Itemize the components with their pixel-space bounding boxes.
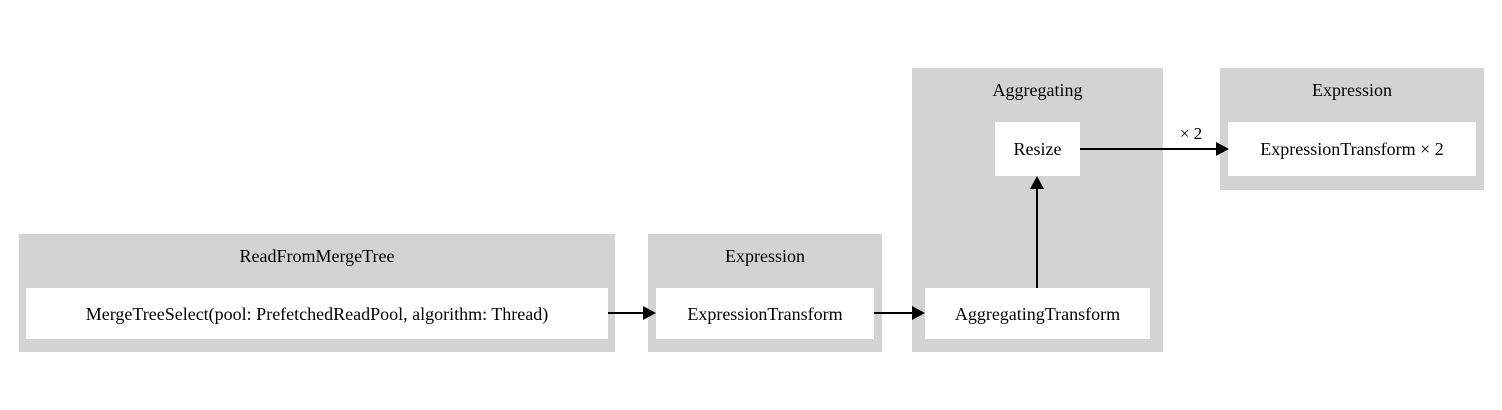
node-aggregating-transform[interactable]: AggregatingTransform — [925, 288, 1150, 339]
node-label-aggregating-transform: AggregatingTransform — [954, 303, 1121, 324]
cluster-title-expression-left: Expression — [725, 246, 805, 266]
edge-expressiontransform-to-aggregatingtransform-line — [874, 312, 912, 314]
cluster-title-expression-right: Expression — [1312, 80, 1392, 100]
edge-resize-to-expressiontransform-x2-line — [1080, 148, 1216, 150]
edge-mergetreeselect-to-expressiontransform-line — [608, 312, 643, 314]
edge-aggregatingtransform-to-resize-arrowhead — [1030, 176, 1044, 189]
cluster-title-aggregating: Aggregating — [992, 80, 1083, 100]
node-resize[interactable]: Resize — [995, 122, 1080, 176]
node-merge-tree-select[interactable]: MergeTreeSelect(pool: PrefetchedReadPool… — [26, 288, 608, 339]
edge-expressiontransform-to-aggregatingtransform-arrowhead — [912, 306, 925, 320]
node-expression-transform[interactable]: ExpressionTransform — [656, 288, 874, 339]
node-label-expression-transform: ExpressionTransform — [687, 303, 843, 324]
node-label-resize: Resize — [1013, 139, 1062, 159]
edge-label-resize-to-expressiontransform-x2: × 2 — [1179, 124, 1203, 143]
node-label-expression-transform-x2: ExpressionTransform × 2 — [1260, 139, 1444, 159]
edge-aggregatingtransform-to-resize-line — [1036, 189, 1038, 288]
node-label-merge-tree-select: MergeTreeSelect(pool: PrefetchedReadPool… — [85, 303, 549, 324]
node-expression-transform-x2[interactable]: ExpressionTransform × 2 — [1228, 122, 1476, 176]
cluster-title-read-from-merge-tree: ReadFromMergeTree — [239, 246, 395, 266]
edge-resize-to-expressiontransform-x2-arrowhead — [1216, 142, 1229, 156]
edge-mergetreeselect-to-expressiontransform-arrowhead — [643, 306, 656, 320]
